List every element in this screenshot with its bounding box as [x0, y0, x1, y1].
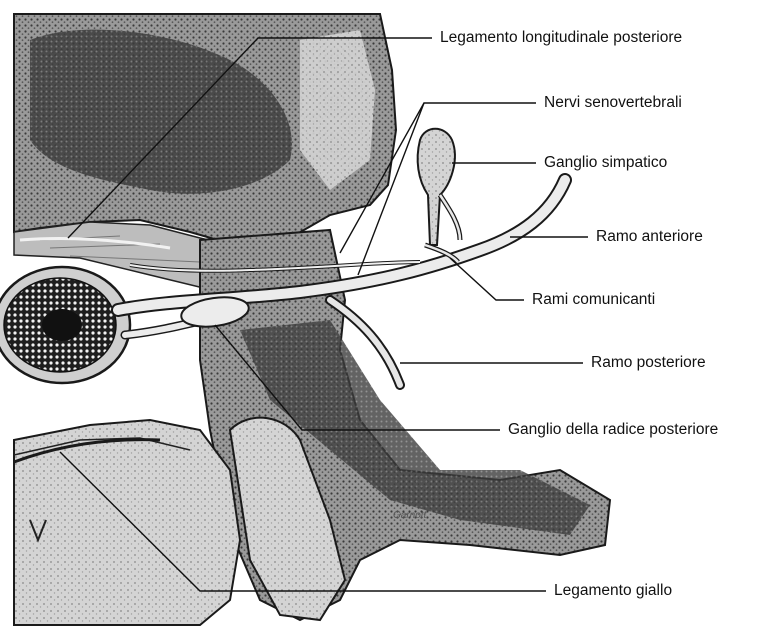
vertebral-body — [14, 14, 396, 245]
leader-rami-comunicanti — [450, 258, 524, 300]
spinal-cord — [0, 267, 130, 383]
label-ramo-anteriore: Ramo anteriore — [596, 228, 703, 246]
label-legamento-longitudinale-posteriore: Legamento longitudinale posteriore — [440, 29, 682, 47]
label-legamento-giallo: Legamento giallo — [554, 582, 672, 600]
label-nervi-senovertebrali: Nervi senovertebrali — [544, 94, 682, 112]
label-rami-comunicanti: Rami comunicanti — [532, 291, 655, 309]
label-ganglio-della-radice-posteriore: Ganglio della radice posteriore — [508, 421, 718, 439]
sympathetic-ganglion — [418, 129, 460, 262]
label-ramo-posteriore: Ramo posteriore — [591, 354, 706, 372]
artist-signature: Garnott — [393, 510, 426, 521]
label-ganglio-simpatico: Ganglio simpatico — [544, 154, 667, 172]
